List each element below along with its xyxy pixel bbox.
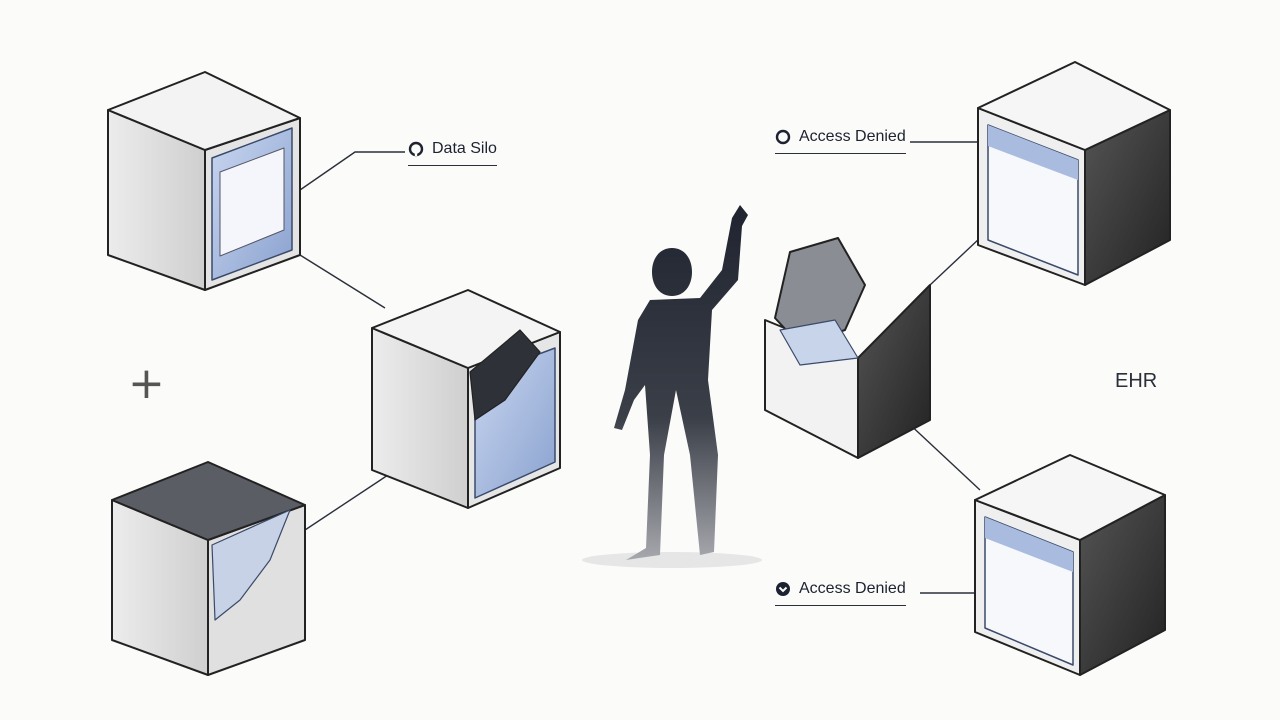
box-top-right — [977, 61, 1171, 286]
connector-data-silo — [299, 151, 405, 191]
label-text: Access Denied — [799, 128, 906, 145]
lock-ring-icon — [408, 141, 424, 157]
connector-box4-box5 — [929, 237, 981, 286]
label-text: Access Denied — [799, 580, 906, 597]
connector-box2-box3 — [304, 474, 389, 531]
label-access-denied-top: Access Denied — [775, 128, 906, 154]
label-data-silo: Data Silo — [408, 140, 497, 166]
plus-icon: + — [128, 358, 165, 409]
connector-box5-box6 — [904, 419, 981, 491]
box-top-left — [107, 71, 301, 291]
chevron-down-circle-icon — [776, 582, 790, 596]
label-text: Data Silo — [432, 140, 497, 157]
connectors — [299, 141, 990, 594]
box-bottom-left — [111, 461, 306, 676]
label-underline — [775, 153, 906, 154]
label-access-denied-bottom: Access Denied — [775, 580, 906, 606]
connector-box1-box3 — [299, 254, 386, 309]
person-silhouette — [582, 205, 762, 568]
box-bottom-right — [974, 454, 1166, 676]
box-center — [371, 289, 561, 509]
label-ehr: EHR — [1115, 370, 1158, 392]
label-underline — [775, 605, 906, 606]
label-underline — [408, 165, 497, 166]
ring-icon — [775, 129, 791, 145]
box-middle-right — [764, 237, 931, 459]
